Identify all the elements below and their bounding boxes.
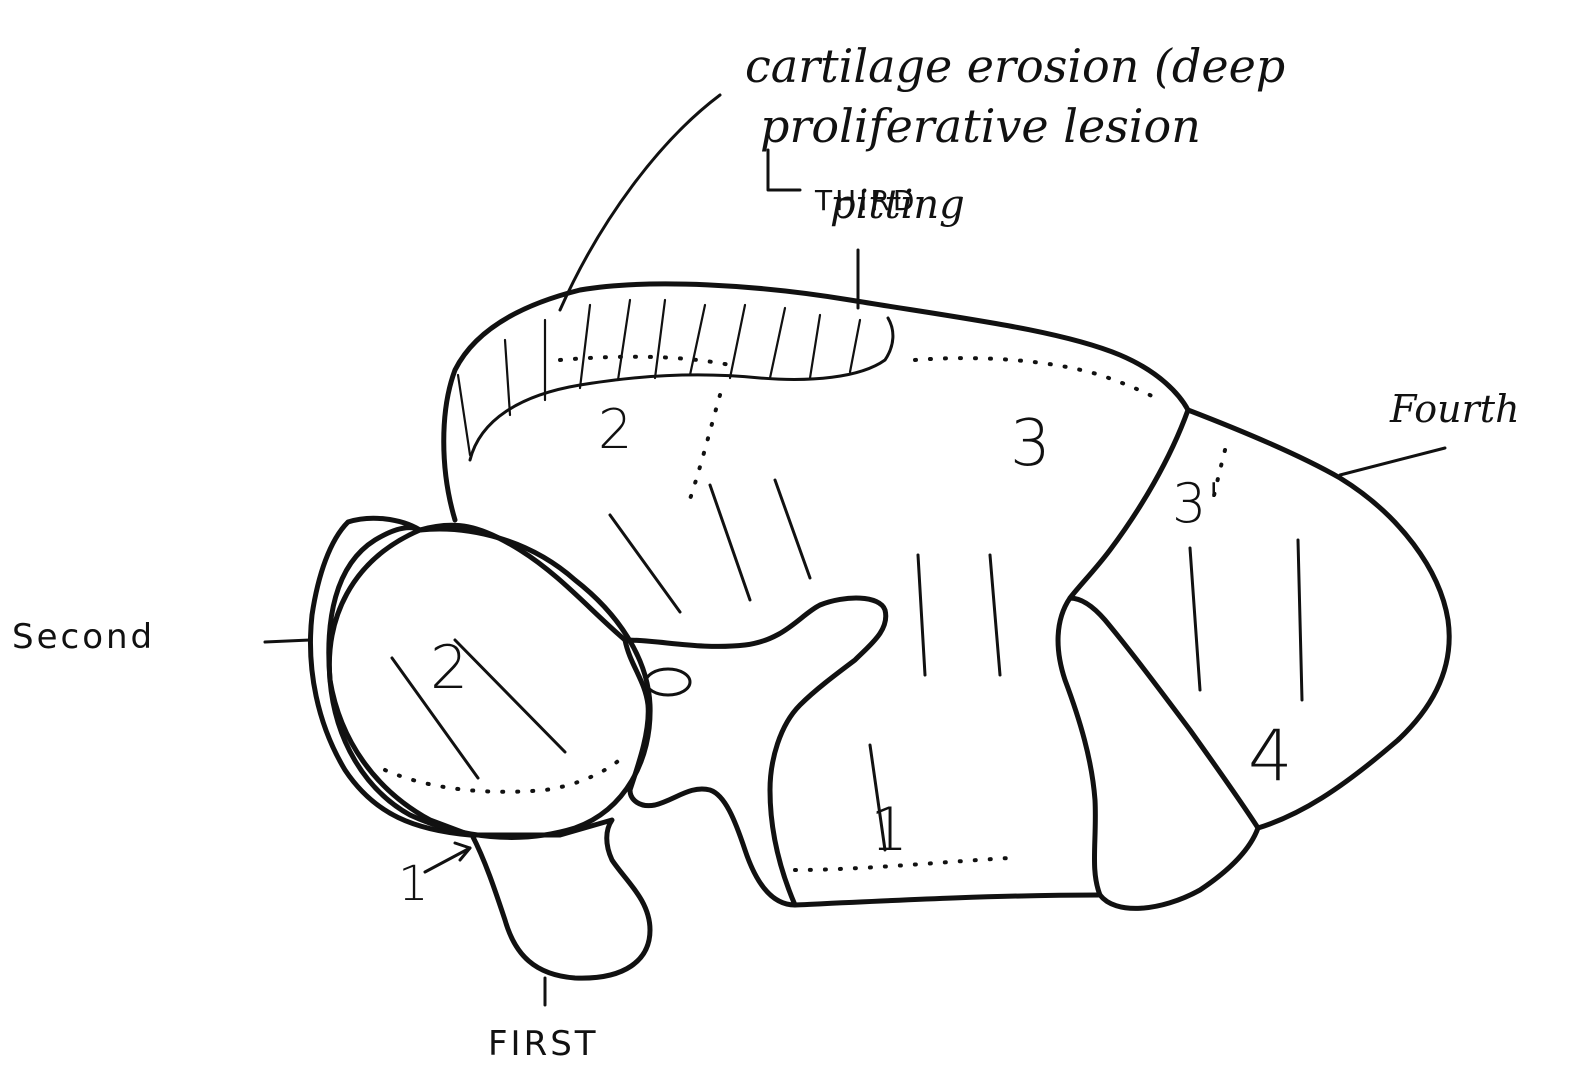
facet-fourth-stipple bbox=[1058, 598, 1258, 908]
region-number-2-top: 2 bbox=[598, 398, 632, 461]
label-fourth: Fourth bbox=[1389, 387, 1520, 431]
annotation-line-2: proliferative lesion bbox=[760, 99, 1201, 153]
region-number-2-left: 2 bbox=[430, 633, 468, 703]
annotation-line-1: cartilage erosion (deep bbox=[745, 39, 1285, 93]
region-number-3-prime: 3' bbox=[1172, 472, 1221, 535]
arrow-number-1: 1 bbox=[398, 856, 429, 912]
divider-3-3prime bbox=[1070, 410, 1188, 598]
erosion-strip-outline bbox=[470, 318, 893, 460]
label-third: THIRD bbox=[814, 184, 917, 217]
region-number-4: 4 bbox=[1248, 715, 1293, 797]
label-second: Second bbox=[12, 617, 155, 657]
bone-lower-outline bbox=[795, 895, 1100, 905]
foramen bbox=[646, 669, 690, 695]
ridge-upper bbox=[420, 525, 625, 640]
region-number-1: 1 bbox=[870, 795, 908, 865]
facet-first-stipple bbox=[472, 820, 650, 978]
annotation-bracket bbox=[768, 150, 800, 190]
label-first: FIRST bbox=[488, 1024, 599, 1064]
neck-stipple bbox=[625, 598, 886, 905]
region-number-3: 3 bbox=[1010, 407, 1051, 481]
